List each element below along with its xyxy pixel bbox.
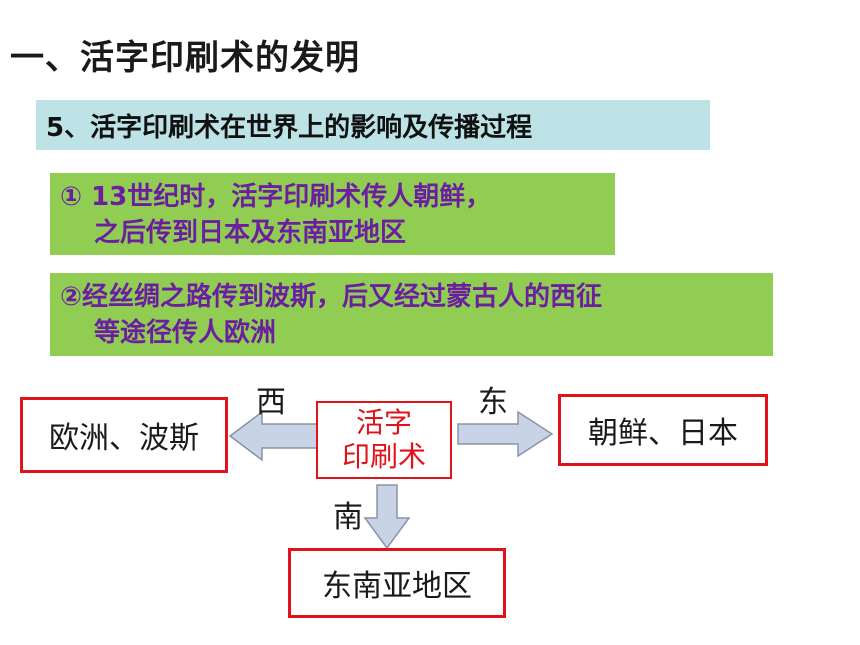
point-2-line-1: ②经丝绸之路传到波斯，后又经过蒙古人的西征	[60, 282, 603, 312]
east-label: 东	[478, 385, 508, 420]
point-1-line-1: ① 13世纪时，活字印刷术传人朝鲜，	[60, 179, 615, 215]
west-label: 西	[256, 385, 286, 420]
page-title: 一、活字印刷术的发明	[10, 38, 360, 78]
europe-persia-box: 欧洲、波斯	[20, 397, 228, 473]
subtitle-text: 5、活字印刷术在世界上的影响及传播过程	[46, 112, 533, 143]
point-2-line-2: 等途径传人欧洲	[94, 318, 277, 348]
europe-persia-text: 欧洲、波斯	[49, 421, 199, 456]
point-box-1: ① 13世纪时，活字印刷术传人朝鲜， 之后传到日本及东南亚地区	[50, 173, 615, 255]
south-arrow	[363, 484, 411, 550]
center-line-2: 印刷术	[341, 440, 426, 473]
east-arrow	[457, 410, 554, 458]
point-box-2: ②经丝绸之路传到波斯，后又经过蒙古人的西征 等途径传人欧洲	[50, 273, 773, 356]
center-line-1: 活字	[355, 406, 412, 439]
point-1-marker: ①	[60, 182, 92, 212]
subtitle-banner: 5、活字印刷术在世界上的影响及传播过程	[36, 100, 710, 150]
point-1-text: 世纪时，活字印刷术传人朝鲜，	[127, 182, 492, 212]
printing-center-box: 活字 印刷术	[316, 401, 452, 479]
point-1-line-2: 之后传到日本及东南亚地区	[94, 218, 407, 248]
korea-japan-text: 朝鲜、日本	[588, 416, 738, 451]
point-1-number: 13	[91, 182, 128, 212]
south-label: 南	[333, 500, 363, 535]
korea-japan-box: 朝鲜、日本	[558, 394, 768, 466]
southeast-asia-text: 东南亚地区	[322, 569, 472, 604]
southeast-asia-box: 东南亚地区	[288, 548, 506, 618]
